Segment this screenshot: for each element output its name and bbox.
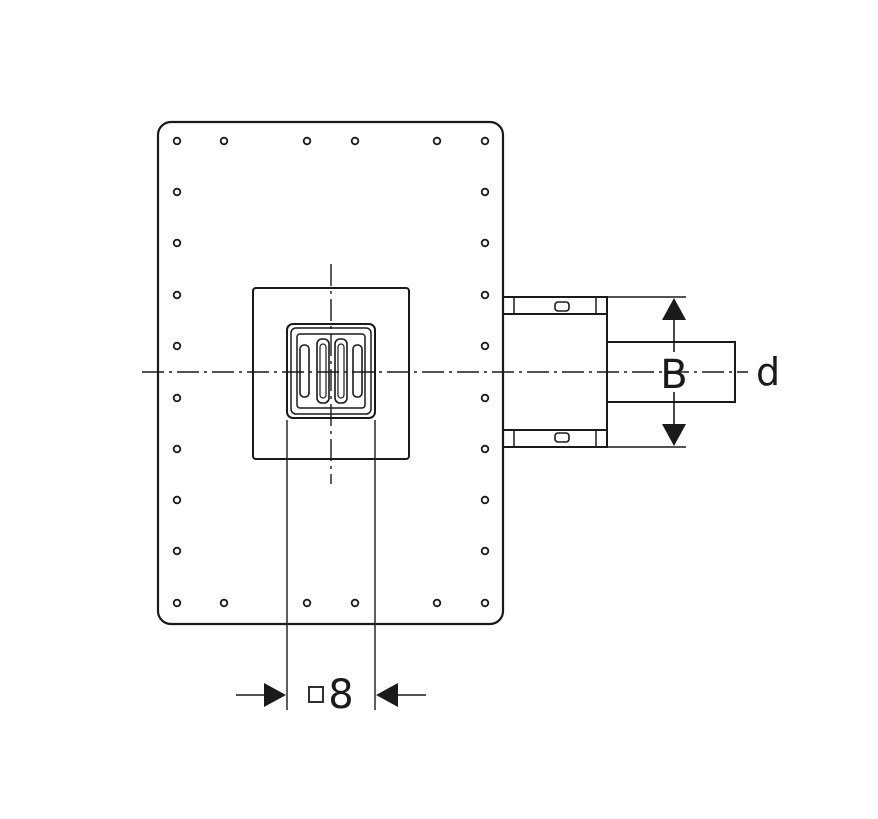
mounting-hole <box>350 136 360 146</box>
mounting-hole <box>480 495 490 505</box>
mounting-hole <box>302 136 312 146</box>
mounting-hole <box>172 341 182 351</box>
mounting-hole <box>432 598 442 608</box>
mounting-hole <box>172 290 182 300</box>
mounting-hole <box>172 136 182 146</box>
mounting-hole <box>480 238 490 248</box>
mounting-hole <box>480 393 490 403</box>
mounting-hole <box>302 598 312 608</box>
mounting-hole <box>432 136 442 146</box>
mounting-hole <box>480 598 490 608</box>
mounting-hole <box>219 136 229 146</box>
mounting-hole <box>172 495 182 505</box>
mounting-hole <box>350 598 360 608</box>
dimension-grate-label: 8 <box>328 672 353 718</box>
mounting-hole <box>480 546 490 556</box>
mounting-hole <box>480 290 490 300</box>
mounting-hole <box>219 598 229 608</box>
mounting-hole <box>172 546 182 556</box>
mounting-hole <box>480 444 490 454</box>
mounting-hole <box>172 444 182 454</box>
pipe-diameter-label: d <box>756 350 780 394</box>
mounting-hole <box>172 187 182 197</box>
dimension-grate <box>236 420 426 710</box>
mounting-hole <box>480 136 490 146</box>
mounting-holes <box>172 136 490 608</box>
square-symbol-icon <box>308 686 324 703</box>
dimension-b-label: B <box>660 352 687 398</box>
mounting-hole <box>172 598 182 608</box>
mounting-hole <box>480 187 490 197</box>
mounting-hole <box>480 341 490 351</box>
mounting-hole <box>172 393 182 403</box>
mounting-hole <box>172 238 182 248</box>
centerlines <box>142 264 748 484</box>
dimension-b <box>607 296 686 448</box>
